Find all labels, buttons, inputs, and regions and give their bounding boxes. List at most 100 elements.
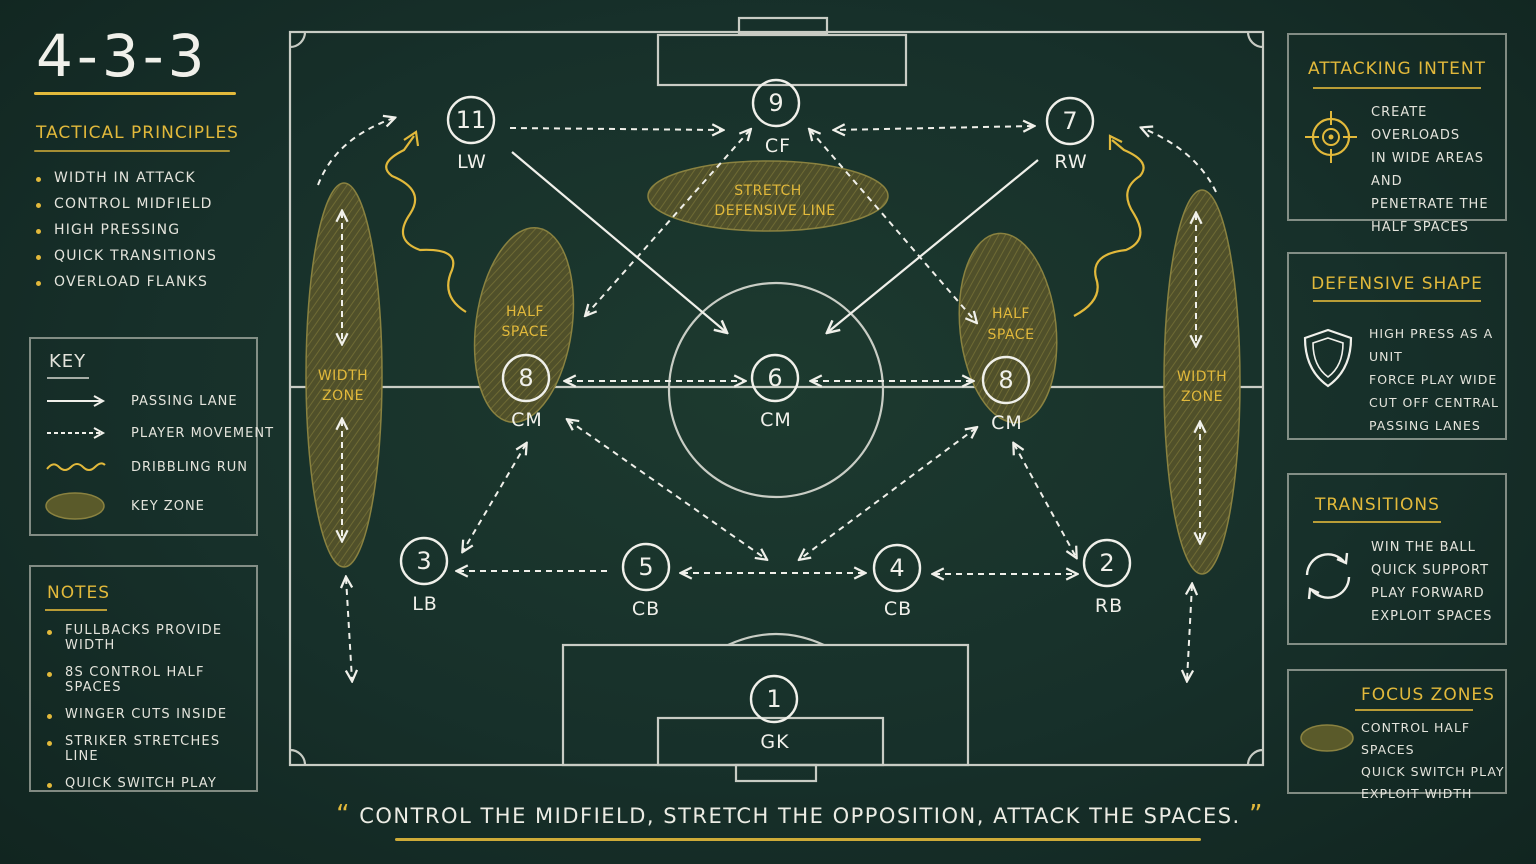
top-penalty-box [656, 33, 908, 87]
focus-panel: Focus Zones Control half spaces Quick sw… [1287, 669, 1507, 801]
dribble-right [1073, 139, 1145, 317]
player-position: LB [412, 593, 438, 615]
key-row-pass: Passing lane [45, 389, 255, 413]
zone-width-right [1163, 189, 1241, 575]
dashed-arrow-icon [47, 427, 106, 439]
top-goal [737, 16, 829, 36]
motto-quote: “ Control the midfield, stretch the oppo… [300, 800, 1300, 830]
player-lcb: 5 CB [621, 542, 671, 620]
zone-label-stretch-1: STRETCH [734, 183, 802, 199]
player-number: 8 [998, 366, 1013, 394]
transitions-line: Quick support [1371, 563, 1490, 578]
zone-label-half-right-1: HALF [992, 306, 1030, 322]
player-number: 6 [767, 364, 782, 392]
player-number: 3 [416, 547, 431, 575]
bottom-penalty-arc [727, 632, 825, 647]
player-number: 1 [766, 685, 781, 713]
player-position: GK [760, 731, 789, 753]
defensive-panel: Defensive Shape High press as a unit For… [1287, 252, 1507, 440]
centre-circle [667, 281, 885, 499]
notes-panel: Notes Fullbacks provide width 8s control… [29, 565, 258, 792]
defensive-line: High press as a unit [1369, 326, 1494, 364]
focus-title: Focus Zones [1361, 685, 1495, 705]
transitions-line: Play forward [1371, 586, 1485, 601]
defensive-lines: High press as a unit Force play wide Cut… [1369, 322, 1505, 437]
zone-label-width-right-2: ZONE [1181, 389, 1223, 405]
pitch-lines [288, 16, 1265, 783]
player-cf: 9 CF [751, 78, 801, 157]
player-number: 4 [889, 554, 904, 582]
defensive-title: Defensive Shape [1311, 274, 1483, 294]
key-row-movement: Player movement [45, 421, 273, 445]
note-item: Striker stretches line [45, 734, 256, 764]
attacking-underline [1313, 87, 1481, 89]
zone-label-half-right-2: SPACE [988, 327, 1035, 343]
zone-oval-icon [1300, 724, 1354, 752]
bottom-goal [734, 763, 818, 783]
key-panel: Key Passing lane Player movement Dribbli… [29, 337, 273, 536]
squiggle-icon [46, 462, 106, 471]
player-position: CF [765, 135, 791, 157]
player-position: RB [1095, 595, 1123, 617]
player-rb: 2 RB [1082, 538, 1132, 617]
corner-arc [289, 748, 307, 766]
defensive-line: Cut off central [1369, 395, 1499, 410]
key-label-zone: Key zone [131, 498, 205, 514]
dribbling-runs [385, 130, 1145, 317]
principle-item: High pressing [34, 222, 217, 238]
zone-label-width-left-2: ZONE [322, 388, 364, 404]
key-title-underline [47, 377, 89, 379]
notes-title: Notes [47, 583, 111, 603]
transitions-line: Exploit spaces [1371, 609, 1493, 624]
defensive-underline [1313, 300, 1481, 302]
player-position: CM [760, 409, 792, 431]
attacking-line: penetrate the [1371, 197, 1489, 212]
principle-item: Quick transitions [34, 248, 217, 264]
focus-line: Exploit width [1361, 786, 1473, 801]
zone-width-left [305, 182, 383, 568]
players: 1 GK 3 LB 5 CB 4 CB 2 RB 8 CM [399, 78, 1132, 753]
focus-lines: Control half spaces Quick switch play Ex… [1361, 717, 1505, 805]
principle-item: Width in attack [34, 170, 217, 186]
principle-item: Control midfield [34, 196, 217, 212]
player-number: 7 [1062, 107, 1077, 135]
principle-item: Overload flanks [34, 274, 217, 290]
focus-line: Control half spaces [1361, 720, 1471, 757]
attacking-line: half spaces [1371, 220, 1469, 235]
note-item: Quick switch play [45, 776, 256, 791]
player-position: LW [457, 151, 487, 173]
solid-arrow-icon [47, 395, 106, 407]
title-underline [34, 92, 236, 95]
quote-open-mark: “ [336, 800, 352, 830]
movement-arrows [317, 118, 1217, 680]
player-lw: 11 LW [446, 95, 496, 173]
transitions-underline [1313, 521, 1441, 523]
key-label-dribble: Dribbling run [131, 459, 248, 475]
note-item: Winger cuts inside [45, 707, 256, 722]
corner-arc [1246, 31, 1264, 49]
corner-arc [1246, 748, 1264, 766]
defensive-line: Force play wide [1369, 372, 1498, 387]
key-row-dribble: Dribbling run [45, 455, 255, 479]
zone-oval-icon [45, 492, 105, 520]
key-title: Key [49, 351, 87, 372]
note-item: 8s control half spaces [45, 665, 256, 695]
player-number: 8 [518, 364, 533, 392]
transitions-panel: Transitions Win the ball Quick support P… [1287, 473, 1507, 645]
zone-label-stretch-2: DEFENSIVE LINE [714, 203, 835, 219]
player-position: CB [632, 598, 660, 620]
player-number: 11 [456, 106, 487, 134]
key-label-pass: Passing lane [131, 393, 238, 409]
player-number: 9 [768, 89, 783, 117]
zone-label-half-left-2: SPACE [502, 324, 549, 340]
quote-close-mark: ” [1248, 800, 1264, 830]
principles-title: Tactical Principles [36, 123, 239, 143]
key-label-movement: Player movement [131, 425, 275, 441]
focus-line: Quick switch play [1361, 764, 1505, 779]
player-rw: 7 RW [1045, 96, 1095, 173]
shield-icon [1303, 328, 1353, 388]
focus-underline [1355, 709, 1473, 711]
quote-underline [395, 838, 1201, 841]
player-lcm: 8 CM [501, 353, 551, 431]
